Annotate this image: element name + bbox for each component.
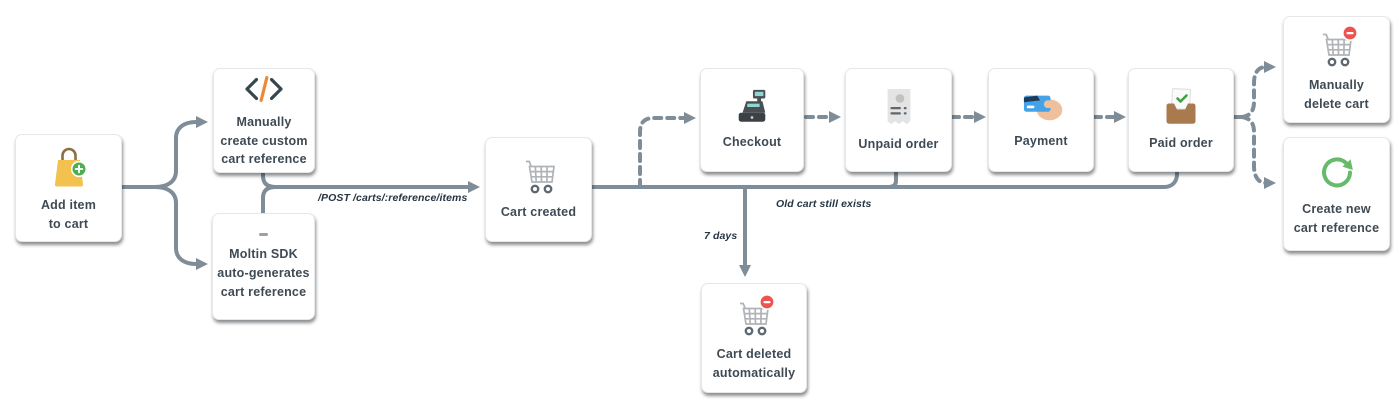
node-label: Unpaid order [858, 137, 939, 152]
dashed-edges [638, 61, 1276, 189]
edge-sdk-merge [261, 185, 278, 215]
edge-label-seven-days: 7 days [704, 230, 738, 242]
cart-icon [517, 158, 561, 196]
edge-paid-to-delete [1240, 61, 1276, 119]
node-sdk-auto-generates-reference: Moltin SDK auto-generates cart reference [212, 213, 315, 320]
node-label: Manually create custom cart reference [220, 114, 308, 167]
refresh-icon [1316, 151, 1358, 193]
edge-add-to-manual [153, 116, 208, 189]
edge-label-post-route: /POST /carts/:reference/items [318, 192, 468, 204]
node-label: Cart deleted automatically [712, 346, 796, 380]
edge-old-cart-line [588, 169, 1179, 189]
code-icon [242, 72, 286, 106]
card-in-hand-icon [1017, 89, 1065, 125]
edge-cart-to-checkout [638, 112, 696, 189]
node-manually-delete-cart: Manually delete cart [1283, 16, 1390, 123]
node-label: Payment [1014, 134, 1068, 149]
node-payment: Payment [988, 68, 1094, 172]
shopping-bag-add-icon [46, 143, 92, 189]
edge-add-to-sdk [153, 185, 208, 270]
node-label: Paid order [1149, 136, 1213, 151]
inbox-check-icon [1159, 87, 1203, 127]
node-create-new-cart-reference: Create new cart reference [1283, 137, 1390, 251]
node-paid-order: Paid order [1128, 68, 1234, 172]
node-label: Moltin SDK auto-generates cart reference [217, 247, 310, 299]
node-add-item-to-cart: Add item to cart [15, 134, 122, 242]
edge-unpaid-stub [886, 169, 898, 189]
node-label: Manually delete cart [1304, 78, 1369, 111]
receipt-icon [880, 86, 918, 128]
sdk-dash-icon [259, 233, 268, 237]
node-cart-deleted-automatically: Cart deleted automatically [701, 283, 807, 393]
node-label: Checkout [722, 135, 782, 150]
edge-paid-to-create-new [1240, 115, 1276, 189]
node-cart-created: Cart created [485, 137, 592, 242]
edge-label-old-cart-still-exists: Old cart still exists [776, 198, 872, 210]
node-label: Cart created [500, 204, 577, 219]
node-unpaid-order: Unpaid order [845, 68, 952, 172]
cart-remove-icon [731, 293, 777, 338]
node-manually-create-reference: Manually create custom cart reference [213, 68, 315, 173]
solid-edges [118, 116, 1179, 277]
node-label: Add item to cart [40, 197, 97, 231]
node-label: Create new cart reference [1293, 201, 1380, 235]
node-checkout: Checkout [700, 68, 804, 172]
cash-register-icon [730, 88, 774, 126]
cart-remove-icon [1314, 25, 1360, 69]
edge-manual-merge [261, 169, 278, 189]
